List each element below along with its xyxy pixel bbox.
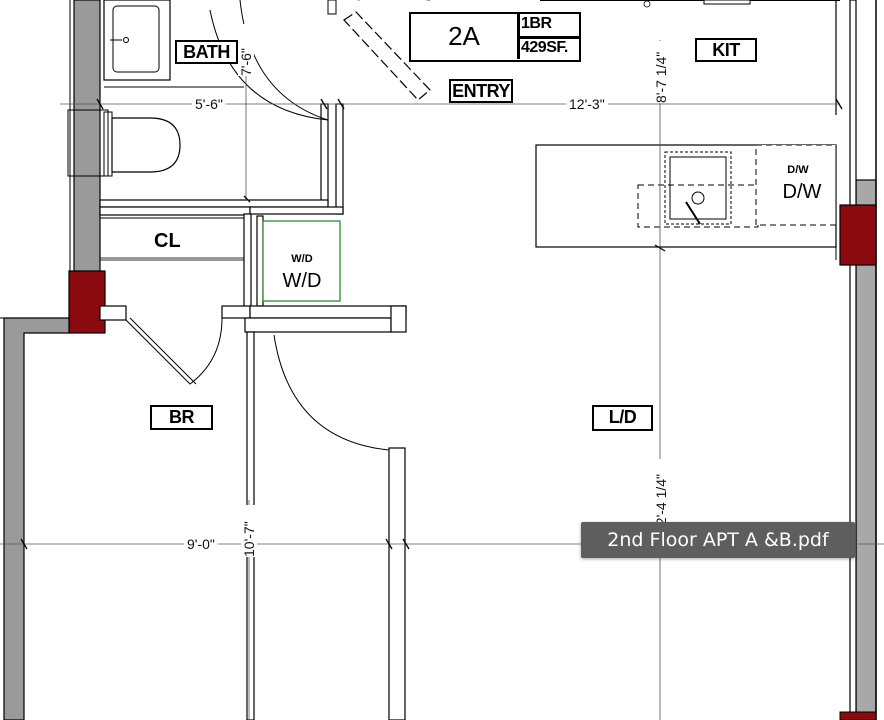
closet-door-swing xyxy=(125,317,223,385)
room-label-br: BR xyxy=(150,405,213,430)
structural-column-right xyxy=(839,204,877,266)
unit-number: 2A xyxy=(448,21,480,51)
dimension-bath-height: 7'-6" xyxy=(238,24,254,76)
room-label-ld: L/D xyxy=(592,405,653,431)
dimension-br-height: 10'-7" xyxy=(241,505,257,557)
kitchen-sink xyxy=(669,156,727,220)
br-ld-partition xyxy=(388,447,406,720)
left-exterior-wall-lower xyxy=(3,317,70,720)
room-label-entry: ENTRY xyxy=(449,79,513,103)
washer-dryer xyxy=(262,220,341,302)
room-label-cl: CL xyxy=(154,230,181,252)
wd-tag-large: W/D xyxy=(282,270,322,292)
bath-bottom-wall xyxy=(99,199,329,208)
closet-right-wall xyxy=(243,213,252,319)
bath-door-swing xyxy=(239,0,329,121)
entry-wall xyxy=(335,103,344,215)
dw-tag-large: D/W xyxy=(782,181,822,203)
dimension-kit-height: 8'-7 1/4" xyxy=(653,41,669,103)
dimension-entry-width: 12'-3" xyxy=(566,96,608,112)
left-exterior-wall-upper xyxy=(73,0,101,273)
bath-sink xyxy=(112,5,160,73)
unit-area: 429SF. xyxy=(521,39,568,56)
unit-tag: 2A 1BR 429SF. xyxy=(409,12,581,62)
dimension-bath-width: 5'-6" xyxy=(192,96,226,112)
room-label-bath: BATH xyxy=(175,40,238,64)
room-label-kit: KIT xyxy=(695,38,757,62)
wd-tag-small: W/D xyxy=(291,253,313,265)
wd-closet-left-wall xyxy=(256,215,264,307)
entry-door-leaf xyxy=(343,11,431,101)
structural-column-left xyxy=(68,270,106,334)
dw-tag-small: D/W xyxy=(787,164,809,176)
toilet-bowl xyxy=(111,117,181,173)
filename-tooltip: 2nd Floor APT A &B.pdf xyxy=(581,522,855,558)
dimension-br-width: 9'-0" xyxy=(184,536,218,552)
ld-door-swing xyxy=(273,334,390,451)
dishwasher xyxy=(755,144,837,226)
unit-type: 1BR xyxy=(521,15,552,32)
